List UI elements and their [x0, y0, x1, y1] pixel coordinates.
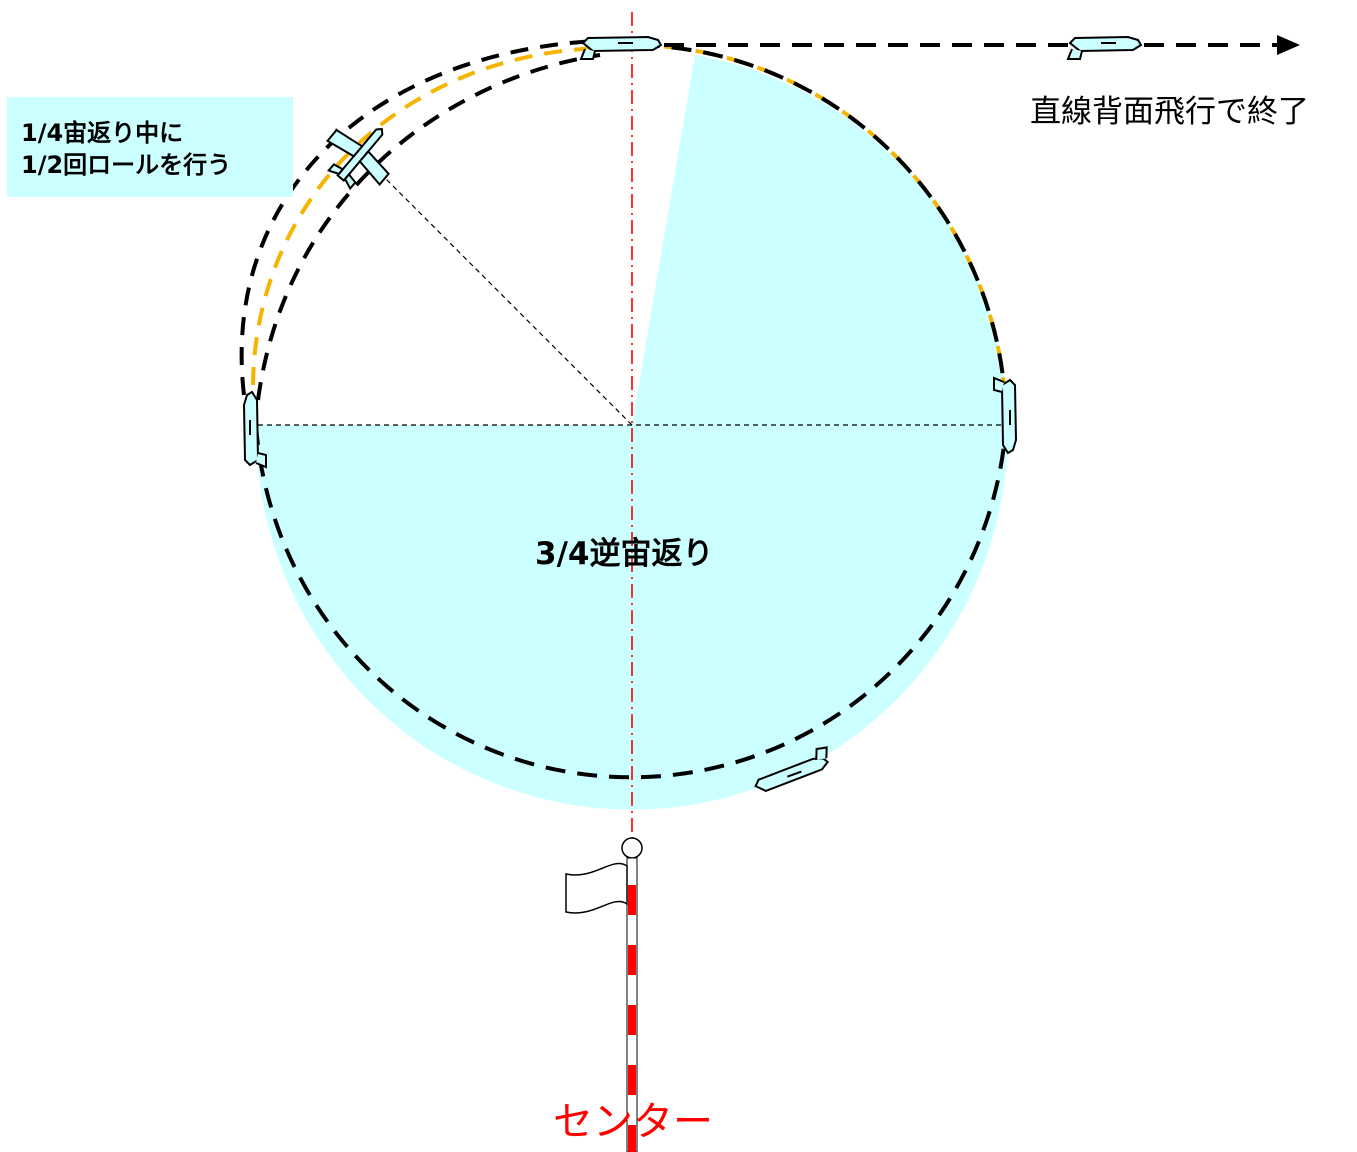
airplane-icon: [579, 35, 663, 60]
center-marker-label: センター: [553, 1099, 713, 1145]
diagonal-guide-line: [334, 127, 633, 426]
airplane-icon: [754, 746, 830, 792]
roll-path-outer: [239, 38, 631, 396]
loop-path-main: [254, 43, 1009, 780]
end-note: 直線背面飛行で終了: [1030, 94, 1309, 130]
half-roll-note-line1: 1/4宙返り中に: [21, 119, 184, 147]
half-roll-note: 1/4宙返り中に 1/2回ロールを行う: [7, 97, 293, 197]
airplane-icon: [1066, 35, 1143, 60]
airplane-icon: [993, 376, 1018, 455]
maneuver-name: 3/4逆宙返り: [535, 536, 714, 572]
roll-path-orange: [251, 46, 601, 386]
airplane-icon: [326, 127, 390, 191]
airplane-icon: [242, 390, 267, 469]
roll-path-inner: [256, 53, 601, 401]
loop-path-orange-right: [631, 43, 1008, 426]
flag-icon: [565, 837, 643, 1152]
half-roll-note-line2: 1/2回ロールを行う: [21, 151, 232, 179]
arrow-head-icon: [1277, 35, 1300, 55]
